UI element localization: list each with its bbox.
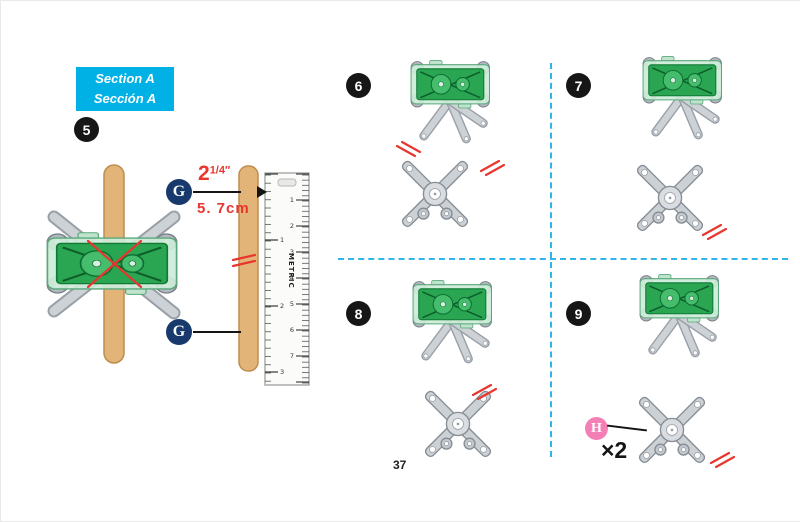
part-label-g-top: G	[166, 179, 192, 205]
red-cross-marks	[86, 239, 143, 289]
measure-pointer-icon	[257, 186, 267, 198]
step-9-cross-part	[637, 395, 707, 465]
part-label-h: H	[585, 417, 608, 440]
measurement-inches-fraction: 1/4	[209, 164, 225, 177]
section-banner: Section A Sección A	[76, 67, 174, 111]
measurement-inches-unit: ″	[224, 164, 231, 177]
svg-text:2: 2	[290, 222, 294, 230]
step-5-badge: 5	[74, 117, 99, 142]
step-9-badge: 9	[566, 301, 591, 326]
svg-text:5: 5	[290, 300, 294, 308]
step-6-badge: 6	[346, 73, 371, 98]
svg-text:1: 1	[280, 236, 284, 244]
page-number: 37	[393, 458, 407, 472]
step-6-assembly	[397, 51, 503, 146]
step-7-cut-mark	[701, 223, 728, 241]
ruler-inch-numbers: 1 2 3	[280, 236, 284, 376]
section-banner-line2: Sección A	[93, 91, 157, 106]
red-cut-mark-stick	[231, 253, 257, 268]
ruler-center-text: METRIC	[287, 253, 295, 289]
step-7-badge: 7	[566, 73, 591, 98]
measurement-inches-whole: 2	[198, 162, 210, 185]
step-8-badge: 8	[346, 301, 371, 326]
stick-and-ruler-illustration: 1 2 3 4 5 6 7 1 2 3 METRIC	[231, 165, 310, 386]
svg-text:7: 7	[290, 352, 294, 360]
pointer-line-g-top	[193, 191, 241, 193]
g-stick	[238, 165, 259, 372]
gearbox-assembly	[46, 231, 178, 296]
ruler: 1 2 3 4 5 6 7 1 2 3 METRIC	[264, 172, 310, 386]
quantity-note: ×2	[601, 437, 628, 463]
grid-divider-horizontal	[338, 258, 788, 260]
step-7-assembly	[629, 47, 735, 142]
step-9-cut-mark	[709, 451, 736, 469]
step-8-assembly	[399, 271, 505, 366]
section-banner-line1: Section A	[95, 70, 155, 86]
part-label-g-bottom: G	[166, 319, 192, 345]
grid-divider-vertical	[550, 63, 552, 457]
measurement-metric: 5. 7cm	[197, 200, 250, 217]
svg-text:2: 2	[280, 302, 284, 310]
main-assembly-illustration	[46, 164, 181, 364]
step-6-cut-mark-2	[395, 140, 422, 158]
svg-text:3: 3	[290, 248, 294, 256]
svg-text:6: 6	[290, 326, 294, 334]
svg-text:3: 3	[280, 368, 284, 376]
pointer-line-g-bottom	[193, 331, 241, 333]
step-6-cut-mark	[479, 159, 506, 177]
measurement-inches: 21/4″	[198, 162, 230, 186]
step-6-cross-part	[400, 159, 470, 229]
step-8-cut-mark	[471, 383, 498, 401]
svg-text:4: 4	[290, 274, 294, 282]
ruler-cm-numbers: 1 2 3 4 5 6 7	[290, 196, 294, 360]
step-9-assembly	[626, 265, 732, 360]
svg-text:1: 1	[290, 196, 294, 204]
